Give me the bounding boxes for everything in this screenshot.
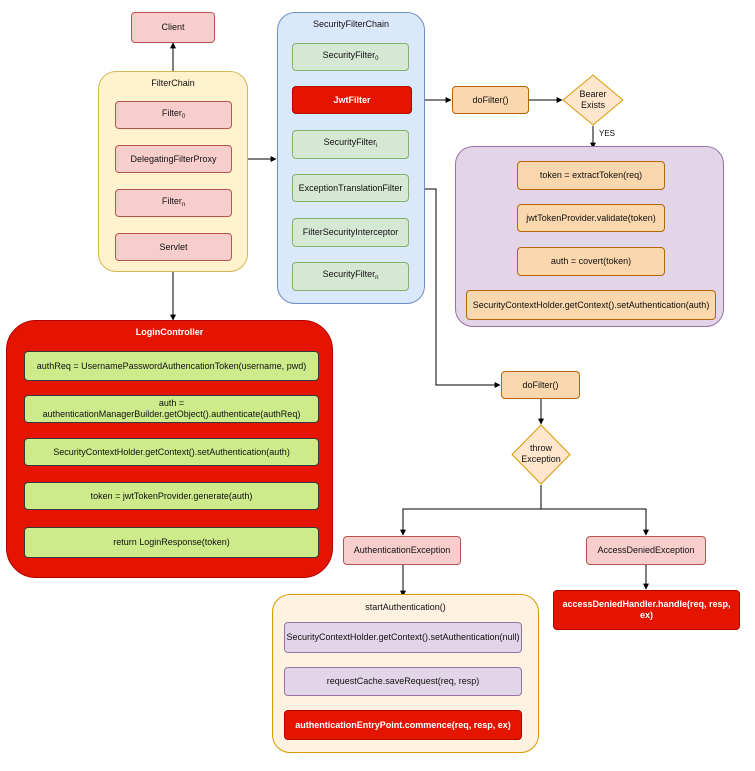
save-request-label: requestCache.saveRequest(req, resp) <box>326 676 480 686</box>
login-step-4-label: token = jwtTokenProvider.generate(auth) <box>90 490 253 501</box>
validate-token-node: jwtTokenProvider.validate(token) <box>517 204 665 232</box>
login-step-5-label: return LoginResponse(token) <box>113 537 230 547</box>
jwt-filter-label: JwtFilter <box>333 94 371 105</box>
security-filter-chain-title: SecurityFilterChain <box>312 19 390 29</box>
access-denied-exception-label: AccessDeniedException <box>597 545 695 555</box>
filter-security-interceptor-node: FilterSecurityInterceptor <box>292 218 409 247</box>
set-authentication-node: SecurityContextHolder.getContext().setAu… <box>466 290 716 320</box>
save-request-node: requestCache.saveRequest(req, resp) <box>284 667 522 696</box>
authentication-exception-node: AuthenticationException <box>343 536 461 565</box>
entry-point-commence-node: authenticationEntryPoint.commence(req, r… <box>284 710 522 740</box>
extract-token-label: token = extractToken(req) <box>539 170 643 180</box>
login-step-1-label: authReq = UsernamePasswordAuthencationTo… <box>36 360 307 371</box>
access-denied-handler-node: accessDeniedHandler.handle(req, resp, ex… <box>553 590 740 630</box>
exception-translation-filter-label: ExceptionTranslationFilter <box>298 182 403 193</box>
login-step-2-label: auth = authenticationManagerBuilder.getO… <box>42 398 301 419</box>
login-step-1: authReq = UsernamePasswordAuthencationTo… <box>24 351 319 381</box>
filter-0-node: Filter0 <box>115 101 232 129</box>
jwt-filter-node: JwtFilter <box>292 86 412 114</box>
delegating-filter-proxy-node: DelegatingFilterProxy <box>115 145 232 173</box>
access-denied-handler-label: accessDeniedHandler.handle(req, resp, ex… <box>562 599 731 620</box>
login-step-3: SecurityContextHolder.getContext().setAu… <box>24 438 319 466</box>
yes-label: YES <box>599 129 616 138</box>
set-authentication-label: SecurityContextHolder.getContext().setAu… <box>472 299 710 310</box>
authentication-exception-label: AuthenticationException <box>353 545 451 555</box>
exception-translation-filter-node: ExceptionTranslationFilter <box>292 174 409 202</box>
security-filter-i-label: SecurityFilteri <box>323 137 378 149</box>
security-filter-0-node: SecurityFilter0 <box>292 43 409 71</box>
security-filter-i-node: SecurityFilteri <box>292 130 409 159</box>
servlet-label: Servlet <box>159 241 188 252</box>
client-label: Client <box>161 22 185 32</box>
entry-point-commence-label: authenticationEntryPoint.commence(req, r… <box>295 719 511 730</box>
login-step-5: return LoginResponse(token) <box>24 527 319 558</box>
covert-token-node: auth = covert(token) <box>517 247 665 276</box>
client-node: Client <box>131 12 215 43</box>
filter-n-node: Filtern <box>115 189 232 217</box>
start-authentication-title: startAuthentication() <box>365 602 446 612</box>
covert-token-label: auth = covert(token) <box>550 256 632 266</box>
security-filter-n-node: SecurityFiltern <box>292 262 409 291</box>
servlet-node: Servlet <box>115 233 232 261</box>
clear-context-label: SecurityContextHolder.getContext().setAu… <box>286 632 520 642</box>
jwt-dofilter-node: doFilter() <box>452 86 529 114</box>
security-filter-0-label: SecurityFilter0 <box>322 49 379 62</box>
jwt-dofilter-label: doFilter() <box>472 94 509 105</box>
filter-security-interceptor-label: FilterSecurityInterceptor <box>302 227 399 237</box>
login-step-2: auth = authenticationManagerBuilder.getO… <box>24 395 319 423</box>
validate-token-label: jwtTokenProvider.validate(token) <box>526 212 656 223</box>
bearer-exists-diamond <box>562 74 624 126</box>
login-controller-title: LoginController <box>135 327 204 337</box>
throw-exception-diamond <box>511 424 571 485</box>
filter-chain-title: FilterChain <box>151 78 195 88</box>
clear-context-node: SecurityContextHolder.getContext().setAu… <box>284 622 522 653</box>
login-step-4: token = jwtTokenProvider.generate(auth) <box>24 482 319 510</box>
security-filter-n-label: SecurityFiltern <box>322 269 379 281</box>
filter-n-label: Filtern <box>161 195 186 208</box>
login-step-3-label: SecurityContextHolder.getContext().setAu… <box>53 446 290 457</box>
exception-dofilter-label: doFilter() <box>522 379 559 390</box>
filter-0-label: Filter0 <box>161 107 186 120</box>
delegating-filter-proxy-label: DelegatingFilterProxy <box>130 153 217 164</box>
extract-token-node: token = extractToken(req) <box>517 161 665 190</box>
access-denied-exception-node: AccessDeniedException <box>586 536 706 565</box>
exception-dofilter-node: doFilter() <box>501 371 580 399</box>
